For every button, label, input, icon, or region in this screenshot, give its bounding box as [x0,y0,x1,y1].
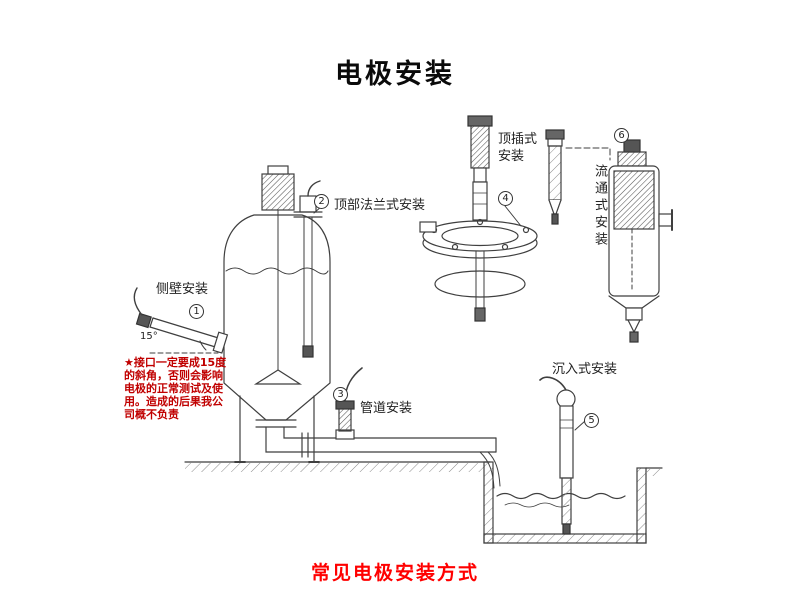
warning-line: 用。造成的后果我公 [124,395,223,408]
num-flow-through: 6 [614,128,629,143]
warning-line: 电极的正常测试及使 [124,382,223,395]
label-side-wall: 侧壁安装 [156,282,209,297]
warning-line: ★接口一定要成15度 [124,356,227,369]
label-pipeline: 管道安装 [360,401,413,416]
page-title: 电极安装 [335,59,455,90]
warning-line: 司概不负责 [124,408,179,421]
label-angle: 15° [140,331,158,342]
warning-line: 的斜角，否则会影响 [124,369,223,382]
num-submersion: 5 [584,413,599,428]
num-pipeline: 3 [333,387,348,402]
side-wall-electrode-group [133,287,229,354]
num-top-insert: 4 [498,191,513,206]
label-flow-through: 流通式安装 [592,164,607,249]
num-side-wall: 1 [189,304,204,319]
pipe-group [265,426,501,489]
label-top-insert-line1: 顶插式 [498,132,538,147]
flow-cell-group [608,139,673,343]
pipeline-electrode-group [335,367,363,440]
top-flange-electrode-group [293,180,323,358]
label-top-flange: 顶部法兰式安装 [334,198,426,213]
label-top-insert-line2: 安装 [498,149,525,164]
label-submersion: 沉入式安装 [552,362,618,377]
warning-note: ★接口一定要成15度 的斜角，否则会影响 电极的正常测试及使 用。造成的后果我公… [124,356,230,421]
page-caption: 常见电极安装方式 [310,562,479,584]
submersion-electrode-group [539,376,586,535]
slim-electrode-group [545,129,611,225]
top-insert-assembly-group [419,115,538,322]
floor-group [184,461,491,472]
num-top-flange: 2 [314,194,329,209]
